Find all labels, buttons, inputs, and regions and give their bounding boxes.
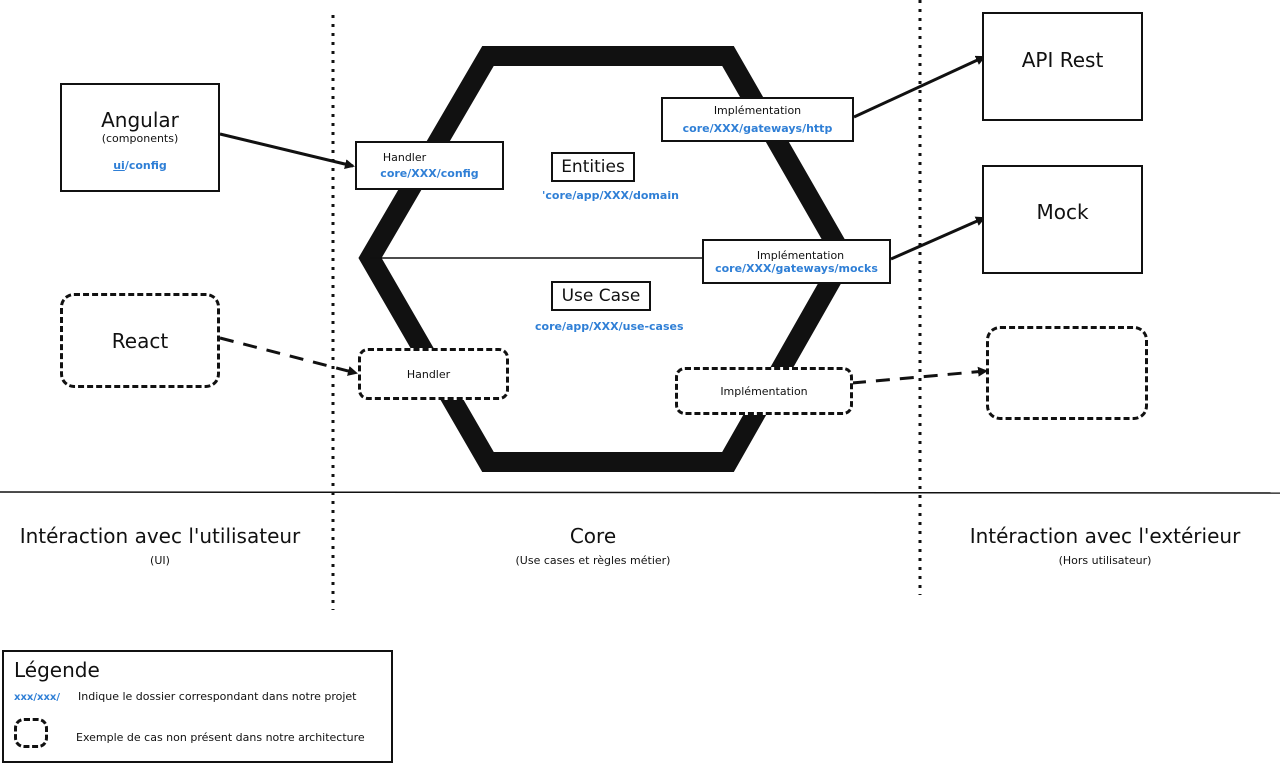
external-dashed-box [986, 326, 1148, 420]
arrow-mocks-mock [890, 216, 986, 261]
arrow-impl-external [851, 366, 988, 385]
entities-path: 'core/app/XXX/domain [542, 189, 679, 202]
legend-dashed-sample [14, 718, 48, 748]
column-external-title: Intéraction avec l'extérieur [969, 524, 1241, 548]
column-external-subtitle: (Hors utilisateur) [1058, 554, 1152, 567]
angular-path: ui/config [113, 159, 167, 172]
horizontal-separator [0, 491, 1280, 494]
use-case-label: Use Case [561, 286, 641, 306]
impl-mocks-path: core/XXX/gateways/mocks [715, 261, 878, 275]
impl-http-label: Implémentation [713, 104, 802, 117]
handler-top-label: Handler [382, 151, 427, 164]
angular-box: Angular (components) ui/config [60, 83, 220, 192]
legend-title: Légende [14, 658, 100, 682]
legend-dashed-text: Exemple de cas non présent dans notre ar… [76, 731, 365, 744]
entities-box: Entities [551, 152, 635, 182]
legend-path-text: Indique le dossier correspondant dans no… [78, 690, 357, 703]
handler-top-box: Handler core/XXX/config [355, 141, 504, 190]
legend-box: Légende xxx/xxx/ Indique le dossier corr… [2, 650, 393, 763]
entities-label: Entities [561, 157, 625, 177]
api-rest-box: API Rest [982, 12, 1143, 121]
impl-mocks-box: Implémentation core/XXX/gateways/mocks [702, 239, 891, 284]
column-ui: Intéraction avec l'utilisateur (UI) [0, 524, 320, 567]
mock-title: Mock [1036, 200, 1089, 224]
impl-mocks-label: Implémentation [756, 248, 845, 262]
angular-title: Angular [101, 107, 179, 132]
column-ui-subtitle: (UI) [150, 554, 170, 567]
impl-dashed-label: Implémentation [720, 384, 808, 398]
mock-box: Mock [982, 165, 1143, 274]
column-external: Intéraction avec l'extérieur (Hors utili… [945, 524, 1265, 567]
handler-bottom-label: Handler [406, 367, 451, 381]
column-core-title: Core [569, 524, 617, 548]
column-core-subtitle: (Use cases et règles métier) [515, 554, 671, 567]
angular-path-suffix: /config [124, 158, 167, 172]
impl-http-box: Implémentation core/XXX/gateways/http [661, 97, 854, 142]
use-case-box: Use Case [551, 281, 651, 311]
react-box: React [60, 293, 220, 388]
handler-top-path: core/XXX/config [380, 167, 479, 180]
arrow-http-api [853, 55, 986, 119]
handler-bottom-box: Handler [358, 348, 509, 400]
arrow-react-handler [219, 336, 358, 376]
impl-http-path: core/XXX/gateways/http [682, 122, 833, 135]
react-title: React [111, 328, 169, 353]
column-ui-title: Intéraction avec l'utilisateur [19, 524, 301, 548]
angular-subtitle: (components) [101, 131, 179, 145]
impl-dashed-box: Implémentation [675, 367, 853, 415]
column-core: Core (Use cases et règles métier) [460, 524, 726, 567]
legend-path-example: xxx/xxx/ [14, 692, 61, 703]
arrow-angular-handler [219, 132, 355, 169]
use-case-path: core/app/XXX/use-cases [535, 320, 684, 333]
api-rest-title: API Rest [1021, 48, 1104, 72]
angular-path-prefix: ui [113, 158, 125, 172]
